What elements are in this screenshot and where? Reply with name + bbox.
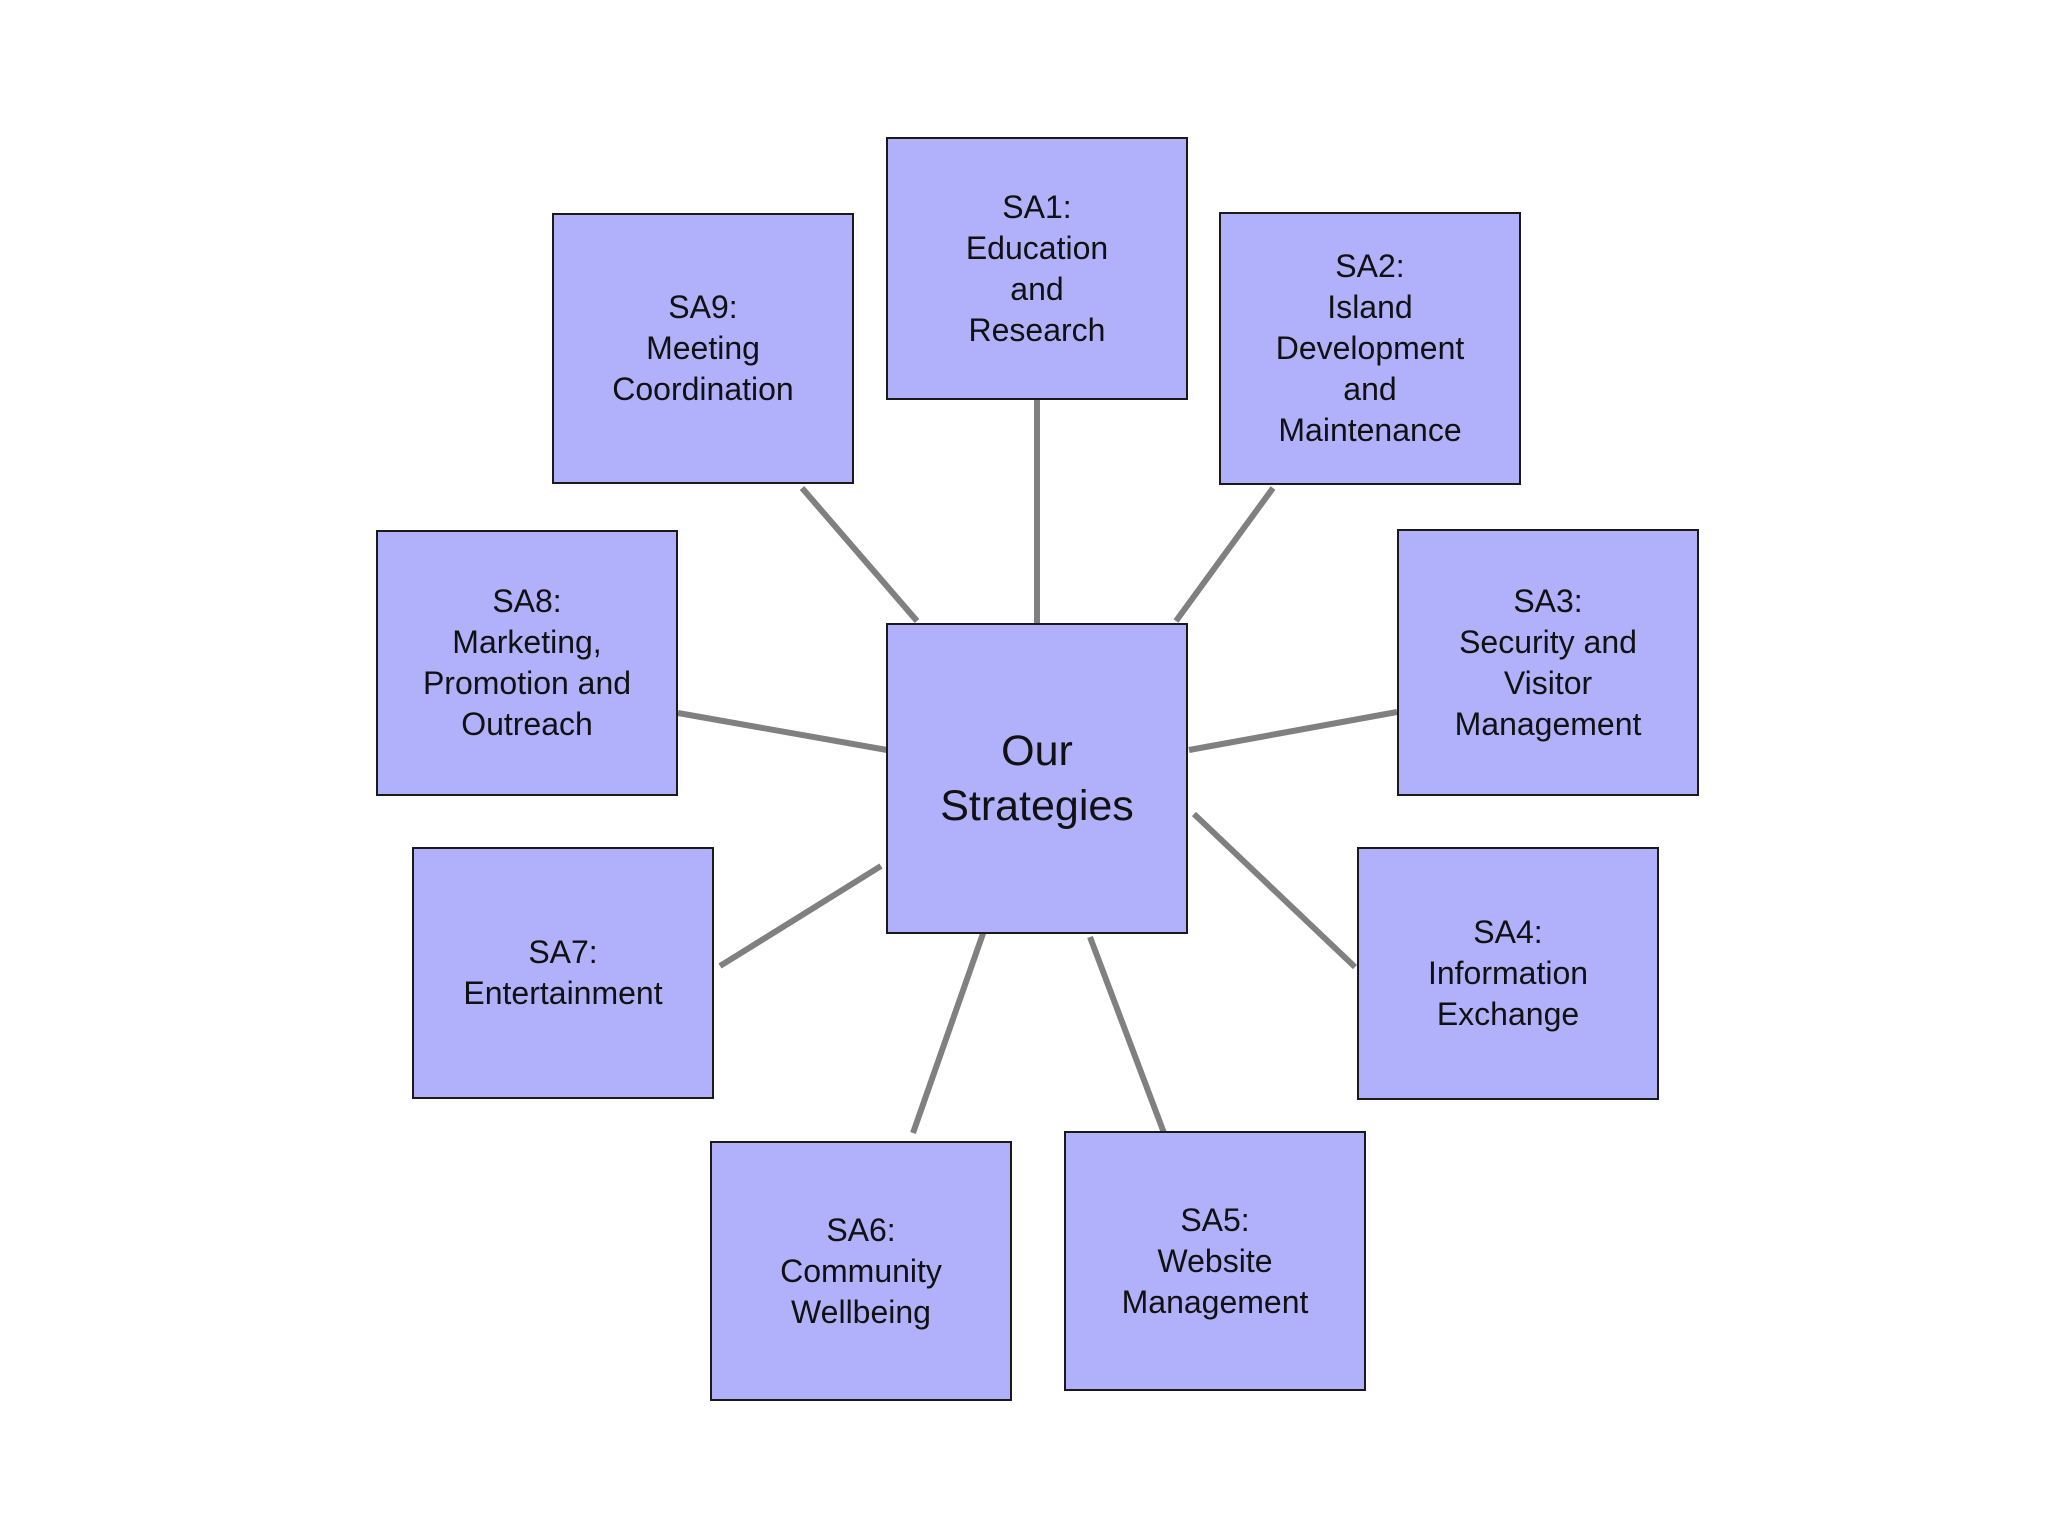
connector-sa4: [1191, 811, 1358, 970]
node-sa6: SA6: Community Wellbeing: [710, 1141, 1012, 1401]
node-sa5: SA5: Website Management: [1064, 1131, 1366, 1391]
node-sa9: SA9: Meeting Coordination: [552, 213, 854, 484]
connector-sa7: [718, 863, 883, 969]
node-sa6-label: SA6: Community Wellbeing: [780, 1211, 942, 1330]
node-sa7-label: SA7: Entertainment: [463, 934, 663, 1011]
connector-sa6: [910, 924, 989, 1134]
node-sa3-label: SA3: Security and Visitor Management: [1454, 582, 1642, 742]
node-sa1: SA1: Education and Research: [886, 137, 1188, 400]
node-sa8: SA8: Marketing, Promotion and Outreach: [376, 530, 678, 796]
node-sa2-label: SA2: Island Development and Maintenance: [1275, 248, 1465, 448]
node-sa9-label: SA9: Meeting Coordination: [612, 289, 794, 407]
connector-sa5: [1087, 935, 1167, 1135]
node-sa1-label: SA1: Education and Research: [965, 188, 1109, 348]
center-node: Our Strategies: [886, 623, 1188, 934]
node-sa2: SA2: Island Development and Maintenance: [1219, 212, 1521, 485]
node-sa7: SA7: Entertainment: [412, 847, 714, 1099]
connector-sa3: [1188, 709, 1398, 753]
connector-sa9: [799, 486, 920, 623]
node-sa4: SA4: Information Exchange: [1357, 847, 1659, 1100]
node-sa5-label: SA5: Website Management: [1121, 1201, 1309, 1320]
center-node-label: Our Strategies: [940, 726, 1134, 830]
node-sa8-label: SA8: Marketing, Promotion and Outreach: [422, 583, 632, 742]
connector-sa8: [677, 710, 888, 753]
connector-sa2: [1173, 486, 1276, 623]
node-sa4-label: SA4: Information Exchange: [1427, 914, 1589, 1032]
node-sa3: SA3: Security and Visitor Management: [1397, 529, 1699, 796]
